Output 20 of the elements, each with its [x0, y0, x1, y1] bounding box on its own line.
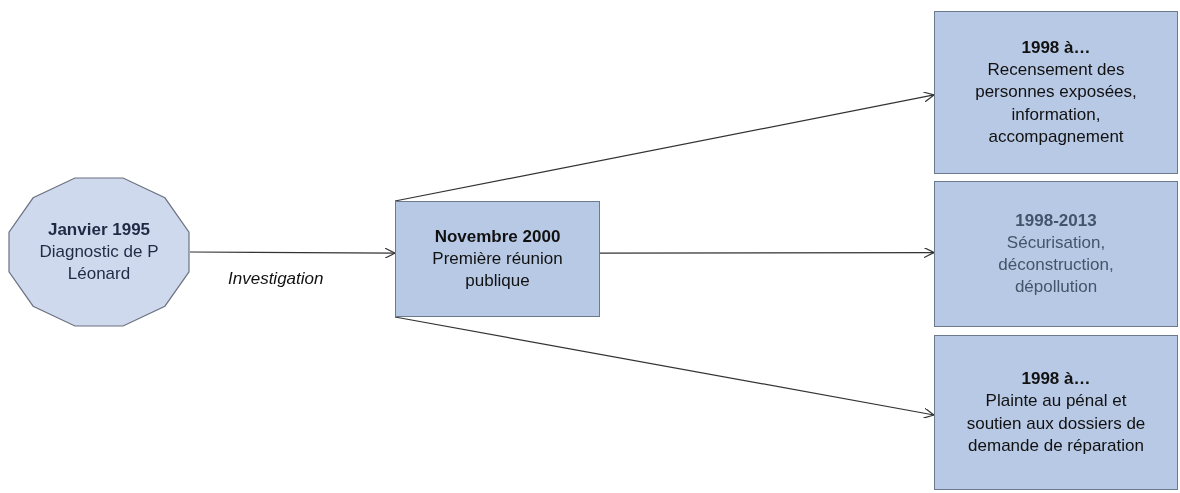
process-box — [395, 201, 600, 317]
arrow — [599, 246, 935, 259]
node-heading: 1998-2013 — [1015, 209, 1097, 232]
process-box — [934, 181, 1178, 327]
node-text: Recensement des personnes exposées, information, accompagnement — [974, 59, 1138, 148]
node-heading: 1998 à… — [1021, 368, 1091, 391]
arrow — [394, 316, 935, 419]
node-text: Sécurisation, déconstruction, dépollution — [997, 231, 1115, 299]
arrow — [189, 247, 396, 259]
node-text: Plainte au pénal et soutien aux dossiers de demande de réparation — [965, 390, 1147, 457]
node-text: Diagnostic de P Léonard — [38, 240, 160, 286]
node-heading: Janvier 1995 — [47, 218, 151, 241]
node-heading: 1998 à… — [1021, 37, 1091, 60]
arrow — [394, 91, 935, 202]
node-text: Première réunion publique — [431, 247, 564, 293]
process-box — [934, 11, 1178, 174]
octagon-node — [8, 177, 190, 327]
node-heading: Novembre 2000 — [434, 225, 561, 248]
process-box — [934, 335, 1178, 490]
edge-label: Investigation — [226, 269, 326, 289]
